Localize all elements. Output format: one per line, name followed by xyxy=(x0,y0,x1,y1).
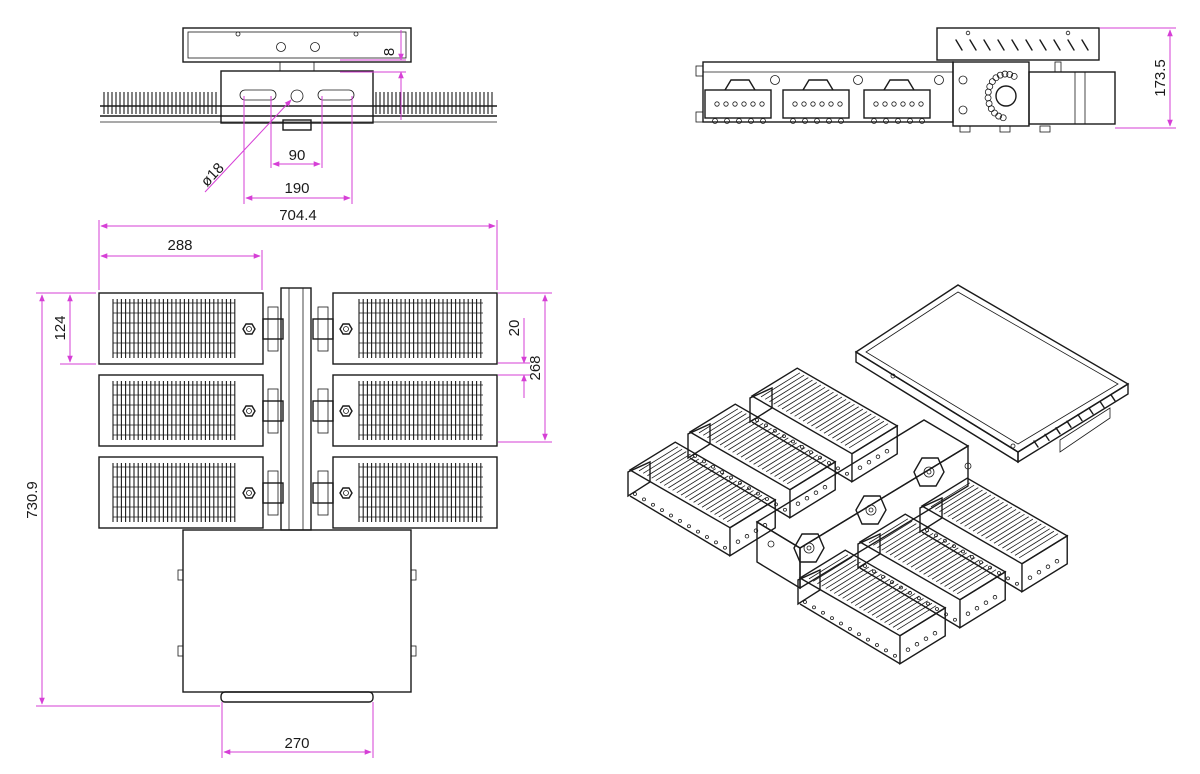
iso-led-module xyxy=(919,477,1069,593)
iso-led-module xyxy=(749,367,899,483)
led-module xyxy=(312,456,498,529)
led-module xyxy=(98,292,284,365)
dim-driver-width: 270 xyxy=(284,735,309,752)
iso-led-module xyxy=(627,441,777,557)
dim-slot-spacing: 90 xyxy=(289,147,306,164)
dimensions: 8 90 190 ø18 704.4 288 124 730.9 xyxy=(24,27,1176,758)
iso-hub xyxy=(855,495,887,525)
led-module xyxy=(98,374,284,447)
dim-module-width: 288 xyxy=(167,237,192,254)
dim-overall-width: 704.4 xyxy=(279,207,317,224)
front-view xyxy=(98,287,498,703)
led-module xyxy=(98,456,284,529)
dim-module-gap: 20 xyxy=(506,320,523,337)
dim-overall-height: 730.9 xyxy=(24,481,41,519)
dim-hole-diameter: ø18 xyxy=(198,160,228,191)
iso-hub xyxy=(793,533,825,563)
side-view xyxy=(695,27,1116,133)
iso-led-module xyxy=(857,513,1007,629)
led-module xyxy=(312,292,498,365)
iso-led-module xyxy=(687,403,837,519)
isometric-view xyxy=(627,284,1130,665)
dim-side-height: 173.5 xyxy=(1152,59,1169,97)
dim-module-pitch: 268 xyxy=(527,355,544,380)
iso-led-module xyxy=(797,549,947,665)
led-module xyxy=(312,374,498,447)
iso-hub xyxy=(913,457,945,487)
top-view xyxy=(100,27,497,131)
dim-module-height: 124 xyxy=(52,315,69,340)
dim-bracket-offset: 8 xyxy=(381,48,398,56)
dim-bolt-spacing: 190 xyxy=(284,180,309,197)
